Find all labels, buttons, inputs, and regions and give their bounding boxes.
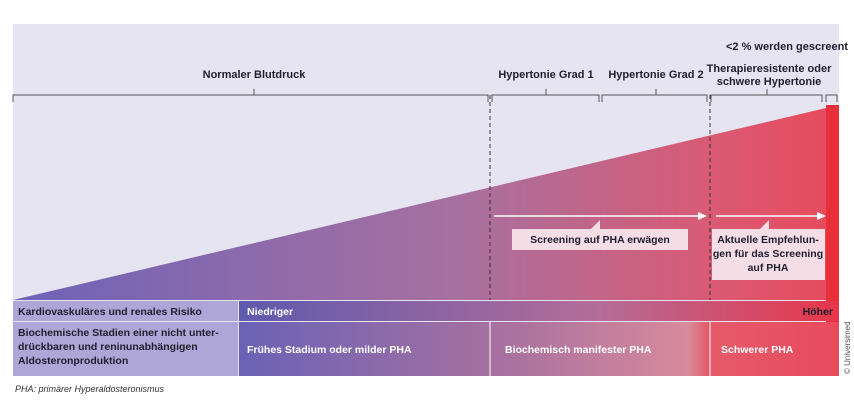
stages-row-label-line3: Aldosteronproduktion <box>18 355 128 367</box>
range-label-resistant-line2: schwere Hypertonie <box>717 76 822 88</box>
risk-row-bar <box>239 301 839 321</box>
risk-row-label-cell <box>13 301 238 321</box>
footnote: PHA: primärer Hyperaldosteronismus <box>15 384 165 394</box>
copyright: © Universimed <box>843 321 852 374</box>
range-brackets <box>12 89 838 102</box>
range-label-grade1: Hypertonie Grad 1 <box>498 69 593 81</box>
screened-note: <2 % werden gescreent <box>726 41 848 53</box>
risk-low-label: Niedriger <box>247 306 293 318</box>
range-label-grade2: Hypertonie Grad 2 <box>608 69 703 81</box>
risk-row-label: Kardiovaskuläres und renales Risiko <box>18 306 202 318</box>
stages-row-bar <box>239 322 839 376</box>
screening-current-text-line3: auf PHA <box>748 262 789 274</box>
stages-row-label-line1: Biochemische Stadien einer nicht unter- <box>18 327 219 339</box>
risk-high-label: Höher <box>803 306 833 318</box>
risk-wedge <box>13 108 834 300</box>
screening-consider-box <box>512 220 688 250</box>
stages-row-label-cell <box>13 322 238 376</box>
stage-early: Frühes Stadium oder milder PHA <box>247 344 412 356</box>
screening-current-arrow <box>716 212 826 220</box>
range-label-normal: Normaler Blutdruck <box>203 69 307 81</box>
range-label-resistant-line1: Therapieresistente oder <box>707 63 832 75</box>
screening-consider-arrow <box>494 212 707 220</box>
range-separators <box>489 95 711 300</box>
screening-consider-text: Screening auf PHA erwägen <box>530 234 670 246</box>
screening-current-box <box>712 220 825 280</box>
screening-current-text-line2: gen für das Screening <box>713 248 823 260</box>
stage-manifest: Biochemisch manifester PHA <box>505 344 652 356</box>
screening-current-text-line1: Aktuelle Empfehlun- <box>717 234 819 246</box>
stages-row-label-line2: drückbaren und reninunabhängigen <box>18 341 198 353</box>
stage-severe: Schwerer PHA <box>721 344 794 356</box>
